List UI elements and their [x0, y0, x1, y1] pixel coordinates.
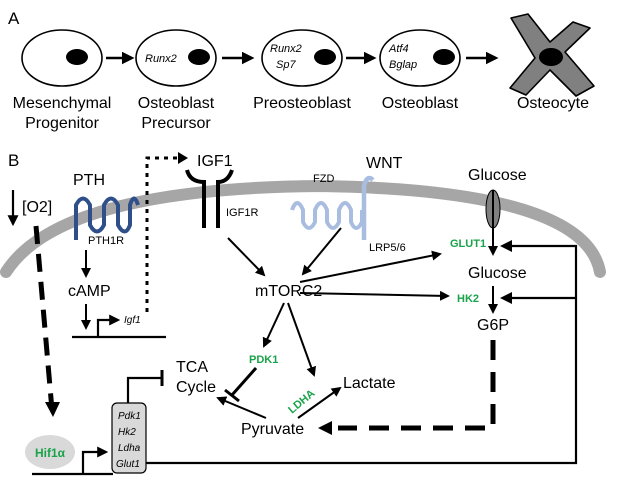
- igf1-gene-label: Igf1: [124, 315, 141, 326]
- gene-runx2: Runx2: [270, 43, 302, 55]
- camp-label: cAMP: [68, 283, 111, 300]
- hif-feedback-hk2-arrowhead: [500, 292, 512, 304]
- gene-sp7: Sp7: [276, 59, 296, 71]
- gene-runx2: Runx2: [145, 53, 177, 65]
- tca-line1: TCA: [176, 359, 208, 376]
- cell-precursor: [135, 29, 217, 87]
- hif-feedback-glut1-arrowhead: [500, 240, 512, 252]
- stage-name-line1: Osteoblast: [138, 95, 215, 112]
- pth-label: PTH: [73, 172, 105, 189]
- panel-b: B [O2] PTH PTH1R cAMP Igf1 IGF1 IGF1R WN…: [0, 151, 606, 476]
- hif-promoter-arrow: [81, 446, 109, 474]
- gene-atf4: Atf4: [388, 43, 409, 55]
- cell-preosteoblast: [261, 29, 343, 87]
- oxygen-to-hif-dashed: [33, 225, 55, 411]
- pyruvate-to-lactate-arrow: [297, 386, 342, 419]
- target-gene-ldha: Ldha: [118, 443, 141, 454]
- nucleus-precursor: [188, 49, 210, 65]
- hif1a-label: Hif1α: [35, 446, 66, 460]
- hif-to-tca-inhibit: [126, 376, 162, 403]
- stage-name-line1: Osteocyte: [517, 95, 589, 112]
- target-gene-pdk1: Pdk1: [118, 411, 141, 422]
- fzd-receptor: [290, 201, 364, 230]
- igf1-promoter-arrow: [96, 314, 121, 337]
- cell-membrane: [0, 179, 606, 278]
- glucose-inside-label: Glucose: [468, 265, 527, 282]
- pdk1-inhibit-line: [230, 367, 258, 396]
- mtorc2-to-glut1-arrow: [299, 250, 442, 283]
- lrp-receptor: [361, 175, 375, 240]
- igf1-label: IGF1: [197, 153, 233, 170]
- pyruvate-label: Pyruvate: [241, 421, 304, 438]
- glut1-label: GLUT1: [450, 238, 486, 250]
- hif-feedback-line: [146, 244, 578, 465]
- igf1r-receptor-right: [216, 169, 234, 228]
- panel-a-label: A: [8, 9, 20, 28]
- stage-name-line1: Osteoblast: [382, 95, 459, 112]
- mtorc2-to-ldha-arrow: [287, 302, 316, 377]
- oxygen-label: [O2]: [22, 199, 52, 216]
- stage-name-line1: Mesenchymal: [13, 95, 112, 112]
- igf1r-label: IGF1R: [226, 207, 258, 219]
- oxygen-hif-arrowhead: [45, 402, 60, 417]
- lactate-label: Lactate: [343, 375, 396, 392]
- stage-osteoblast-precursor: Runx2 Osteoblast Precursor: [135, 29, 217, 132]
- pth1r-receptor: [74, 196, 140, 240]
- pth1r-label: PTH1R: [88, 235, 124, 247]
- lrp-to-mtorc2-arrow: [301, 227, 342, 276]
- pdk1-inhibit-bar: [224, 388, 240, 403]
- igf1r-to-mtorc2-arrow: [227, 237, 266, 277]
- hk2-label: HK2: [457, 293, 479, 305]
- stage-preosteoblast: Runx2 Sp7 Preosteoblast: [253, 29, 351, 112]
- fzd-label: FZD: [313, 173, 334, 185]
- nucleus-osteoblast: [433, 49, 455, 65]
- g6p-pyruvate-arrowhead: [318, 421, 332, 435]
- pyruvate-to-tca-arrow: [216, 396, 267, 419]
- mtorc2-to-hk2-arrow: [299, 290, 450, 301]
- mtorc2-to-pdk1-arrow: [262, 302, 285, 348]
- stage-name-line2: Progenitor: [25, 115, 99, 132]
- igf1r-receptor-left: [185, 169, 206, 228]
- pdk1-label: PDK1: [249, 354, 278, 366]
- nucleus-osteocyte: [539, 48, 563, 66]
- igf1-secretion-dotted: [145, 156, 178, 312]
- stage-osteocyte: Osteocyte: [509, 13, 595, 112]
- stage-osteoblast: Atf4 Bglap Osteoblast: [379, 29, 461, 112]
- nucleus-preosteoblast: [314, 49, 336, 65]
- panel-a: A Mesenchymal Progenitor Runx2 Osteoblas…: [8, 9, 595, 132]
- cell-mesenchymal: [21, 29, 103, 87]
- panel-b-label: B: [8, 151, 19, 170]
- lrp-label: LRP5/6: [369, 242, 406, 254]
- gene-bglap: Bglap: [389, 59, 417, 71]
- igf1-secretion-arrowhead: [178, 152, 188, 164]
- stage-name-line1: Preosteoblast: [253, 95, 351, 112]
- mtorc2-label: mTORC2: [255, 283, 322, 300]
- target-gene-hk2: Hk2: [118, 427, 136, 438]
- tca-line2: Cycle: [176, 379, 216, 396]
- g6p-label: G6P: [477, 317, 509, 334]
- ldha-label: LDHA: [286, 387, 317, 416]
- nucleus-mesenchymal: [66, 49, 88, 65]
- stage-name-line2: Precursor: [141, 115, 211, 132]
- glucose-outside-label: Glucose: [468, 167, 527, 184]
- hif1a-oval: [25, 435, 75, 469]
- wnt-label: WNT: [366, 155, 403, 172]
- target-gene-glut1: Glut1: [116, 459, 140, 470]
- cell-osteoblast: [379, 29, 461, 87]
- stage-mesenchymal-progenitor: Mesenchymal Progenitor: [13, 29, 112, 132]
